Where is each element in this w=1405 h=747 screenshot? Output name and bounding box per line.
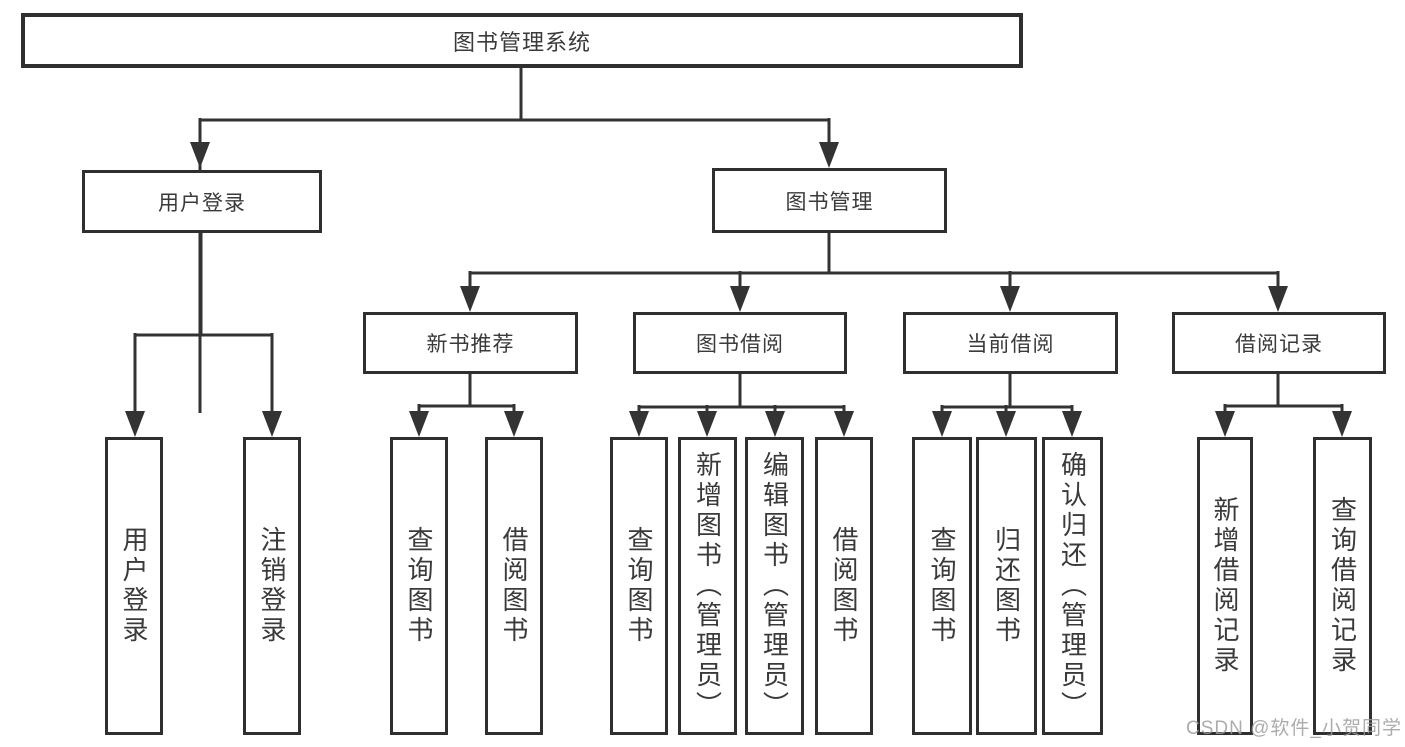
leaf-confirm-return-admin-label: 确认归还（管理员） <box>1057 451 1088 721</box>
leaf-query-books-current: 查询图书 <box>912 437 972 735</box>
leaf-edit-book-admin: 编辑图书（管理员） <box>745 437 804 735</box>
leaf-borrow-books-recommend: 借阅图书 <box>485 437 543 735</box>
node-root-library-management-system: 图书管理系统 <box>21 13 1023 68</box>
leaf-add-borrow-record: 新增借阅记录 <box>1197 437 1253 735</box>
leaf-add-book-admin: 新增图书（管理员） <box>678 437 737 735</box>
leaf-query-books-current-label: 查询图书 <box>927 526 957 646</box>
node-user-login: 用户登录 <box>82 170 322 233</box>
leaf-query-books-recommend-label: 查询图书 <box>404 526 434 646</box>
leaf-logout-label: 注销登录 <box>257 526 287 646</box>
leaf-query-books-borrowing: 查询图书 <box>610 437 668 735</box>
leaf-return-books-label: 归还图书 <box>991 526 1022 646</box>
node-borrowing-records: 借阅记录 <box>1172 312 1386 374</box>
leaf-add-book-admin-label: 新增图书（管理员） <box>692 451 723 721</box>
leaf-confirm-return-admin: 确认归还（管理员） <box>1042 437 1103 735</box>
leaf-borrow-books-recommend-label: 借阅图书 <box>499 526 529 646</box>
leaf-query-borrow-record-label: 查询借阅记录 <box>1327 496 1358 676</box>
node-book-borrowing: 图书借阅 <box>633 312 847 374</box>
leaf-edit-book-admin-label: 编辑图书（管理员） <box>759 451 790 721</box>
leaf-return-books: 归还图书 <box>976 437 1037 735</box>
node-current-borrowing: 当前借阅 <box>903 312 1118 374</box>
node-new-book-recommend: 新书推荐 <box>363 312 578 374</box>
leaf-query-books-borrowing-label: 查询图书 <box>624 526 654 646</box>
node-book-management: 图书管理 <box>712 168 947 233</box>
leaf-query-books-recommend: 查询图书 <box>390 437 448 735</box>
leaf-borrow-books-borrowing-label: 借阅图书 <box>829 526 859 646</box>
csdn-watermark: CSDN @软件_小贺同学 <box>1186 718 1402 739</box>
leaf-add-borrow-record-label: 新增借阅记录 <box>1210 496 1240 676</box>
leaf-borrow-books-borrowing: 借阅图书 <box>815 437 873 735</box>
leaf-user-login: 用户登录 <box>105 437 163 735</box>
leaf-query-borrow-record: 查询借阅记录 <box>1313 437 1372 735</box>
leaf-user-login-label: 用户登录 <box>119 526 149 646</box>
leaf-logout: 注销登录 <box>243 437 301 735</box>
arrowheads <box>125 142 1352 437</box>
